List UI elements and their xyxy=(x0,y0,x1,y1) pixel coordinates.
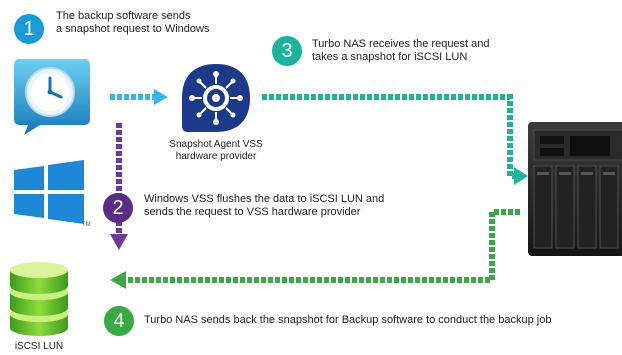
arrow-nas-to-lun xyxy=(110,209,520,289)
gear-network-icon xyxy=(182,64,250,132)
step-3-caption: Turbo NAS receives the request and takes… xyxy=(312,38,490,64)
step-1-line1: The backup software sends xyxy=(56,10,191,22)
database-icon xyxy=(10,262,68,336)
step-3-line2: takes a snapshot for iSCSI LUN xyxy=(312,51,468,63)
step-1-caption: The backup software sends a snapshot req… xyxy=(56,10,209,36)
clock-icon xyxy=(14,59,90,135)
windows-trademark: TM xyxy=(82,222,91,228)
nas-device-icon xyxy=(528,122,622,256)
windows-logo-icon xyxy=(14,160,84,224)
agent-label-line2: hardware provider xyxy=(175,151,257,162)
step-1-number: 1 xyxy=(23,17,35,40)
step-2-line1: Windows VSS flushes the data to iSCSI LU… xyxy=(144,193,385,205)
arrow-backup-to-agent xyxy=(110,89,168,105)
snapshot-agent-icon xyxy=(180,62,252,134)
step-2-number: 2 xyxy=(112,196,124,219)
arrow-agent-to-nas xyxy=(262,94,528,185)
step-4-number: 4 xyxy=(113,309,125,332)
step-2-line2: sends the request to VSS hardware provid… xyxy=(144,206,361,218)
step-3-number: 3 xyxy=(281,39,293,62)
step-3-badge: 3 xyxy=(272,36,302,66)
arrow-windows-to-lun xyxy=(110,123,128,250)
backup-software-icon xyxy=(8,57,94,137)
step-4-caption: Turbo NAS sends back the snapshot for Ba… xyxy=(144,314,551,327)
step-1-line2: a snapshot request to Windows xyxy=(56,23,210,35)
step-4-badge: 4 xyxy=(104,306,134,336)
step-1-badge: 1 xyxy=(14,14,44,44)
agent-label: Snapshot Agent VSS hardware provider xyxy=(164,139,268,163)
step-2-caption: Windows VSS flushes the data to iSCSI LU… xyxy=(144,193,384,219)
turbo-nas-device xyxy=(524,120,622,260)
step-3-line1: Turbo NAS receives the request and xyxy=(312,38,490,50)
windows-logo: TM xyxy=(12,160,98,230)
lun-label: iSCSI LUN xyxy=(14,341,64,352)
iscsi-lun-icon xyxy=(6,256,72,340)
step-4-line1: Turbo NAS sends back the snapshot for Ba… xyxy=(144,314,552,326)
step-2-badge: 2 xyxy=(103,193,133,223)
agent-label-line1: Snapshot Agent VSS xyxy=(169,139,263,150)
